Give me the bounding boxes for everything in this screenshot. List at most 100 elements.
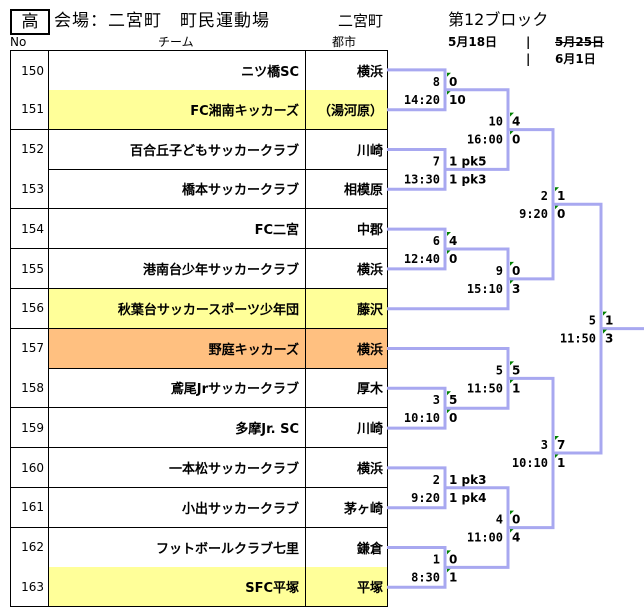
match-time: 15:10 (467, 282, 503, 296)
team-number: 158 (11, 368, 49, 408)
score-bottom: 3 (512, 282, 520, 296)
comment-marker-icon (603, 329, 607, 334)
date-day1: 5月18日 (448, 35, 498, 49)
grade-badge: 高 (10, 9, 50, 35)
match-number: 5 (589, 314, 596, 328)
team-city: 藤沢 (306, 288, 387, 328)
team-city: 横浜 (356, 462, 383, 477)
comment-marker-icon (447, 72, 451, 77)
match-time: 11:50 (560, 332, 596, 346)
comment-marker-icon (510, 279, 514, 284)
comment-marker-icon (555, 453, 559, 458)
score-top: 0 (512, 513, 520, 527)
score-bottom: 0 (557, 207, 565, 221)
match-time: 16:00 (467, 133, 503, 147)
team-city: （湯河原） (306, 89, 387, 129)
comment-marker-icon (555, 187, 559, 192)
match-number: 5 (496, 363, 503, 377)
bracket-line (508, 376, 555, 530)
score-top: 1 pk5 (449, 154, 486, 168)
team-number: 162 (11, 527, 49, 567)
team-city: 横浜 (306, 328, 387, 368)
match-time: 10:10 (512, 456, 548, 470)
score-top: 4 (512, 115, 520, 129)
score-top: 5 (449, 393, 457, 407)
team-name: 鳶尾Jrサッカークラブ (49, 368, 306, 408)
match-time: 13:30 (404, 172, 440, 186)
comment-marker-icon (510, 361, 514, 366)
team-name: SFC平塚 (49, 567, 306, 607)
match-number: 3 (433, 393, 440, 407)
team-city: 相模原 (343, 183, 383, 199)
match-time: 11:00 (467, 531, 503, 545)
comment-marker-icon (510, 528, 514, 533)
team-city: 茅ヶ崎 (343, 501, 383, 517)
team-number: 150 (11, 51, 49, 90)
team-number: 157 (11, 328, 49, 368)
team-number: 154 (11, 209, 49, 249)
comment-marker-icon (447, 250, 451, 254)
score-top: 1 (605, 314, 613, 328)
score-bottom: 0 (449, 252, 457, 266)
date-separator-2: | (526, 52, 531, 66)
score-top: 4 (449, 234, 457, 248)
team-name: FC湘南キッカーズ (49, 89, 306, 129)
bracket-line (387, 347, 510, 410)
team-number: 159 (11, 408, 49, 448)
team-city: 中郡 (356, 223, 383, 239)
comment-marker-icon (447, 90, 451, 95)
bracket-line (553, 202, 603, 455)
comment-marker-icon (447, 568, 451, 573)
match-time: 14:20 (404, 93, 440, 107)
team-number: 151 (11, 89, 49, 129)
team-city: 川崎 (356, 422, 383, 438)
match-time: 9:20 (411, 491, 440, 505)
column-header-team: チーム (158, 35, 194, 49)
comment-marker-icon (447, 391, 451, 396)
comment-marker-icon (447, 550, 451, 555)
match-number: 2 (433, 473, 440, 487)
score-top: 1 pk3 (449, 473, 486, 487)
block-title: 第12ブロック (448, 10, 549, 29)
score-top: 0 (449, 75, 457, 89)
match-time: 11:50 (467, 381, 503, 395)
date-day2-cancelled: 5月25日 (555, 35, 605, 49)
team-name: フットボールクラブ七里 (49, 527, 306, 567)
team-city: 鎌倉 (356, 541, 383, 557)
match-number: 10 (489, 115, 503, 129)
team-city: 川崎 (356, 143, 383, 159)
team-name: FC二宮 (49, 209, 306, 249)
comment-marker-icon (510, 510, 514, 515)
score-bottom: 3 (605, 332, 613, 346)
score-top: 0 (449, 552, 457, 566)
comment-marker-icon (510, 261, 514, 266)
match-number: 7 (433, 154, 440, 168)
score-bottom: 1 (512, 381, 520, 395)
score-bottom: 0 (512, 133, 520, 147)
comment-marker-icon (510, 379, 514, 384)
match-number: 9 (496, 264, 503, 278)
score-top: 5 (512, 363, 520, 377)
match-number: 4 (496, 513, 503, 527)
team-number: 160 (11, 448, 49, 487)
team-city: 平塚 (306, 567, 387, 607)
bracket-line (508, 128, 555, 281)
match-number: 6 (433, 234, 440, 248)
team-name: 野庭キッカーズ (49, 328, 306, 368)
match-number: 3 (541, 438, 548, 452)
venue-town: 二宮町 (338, 12, 384, 30)
team-name: 橋本サッカークラブ (49, 169, 306, 209)
team-name: ニツ橋SC (49, 51, 306, 90)
score-top: 1 (557, 189, 565, 203)
